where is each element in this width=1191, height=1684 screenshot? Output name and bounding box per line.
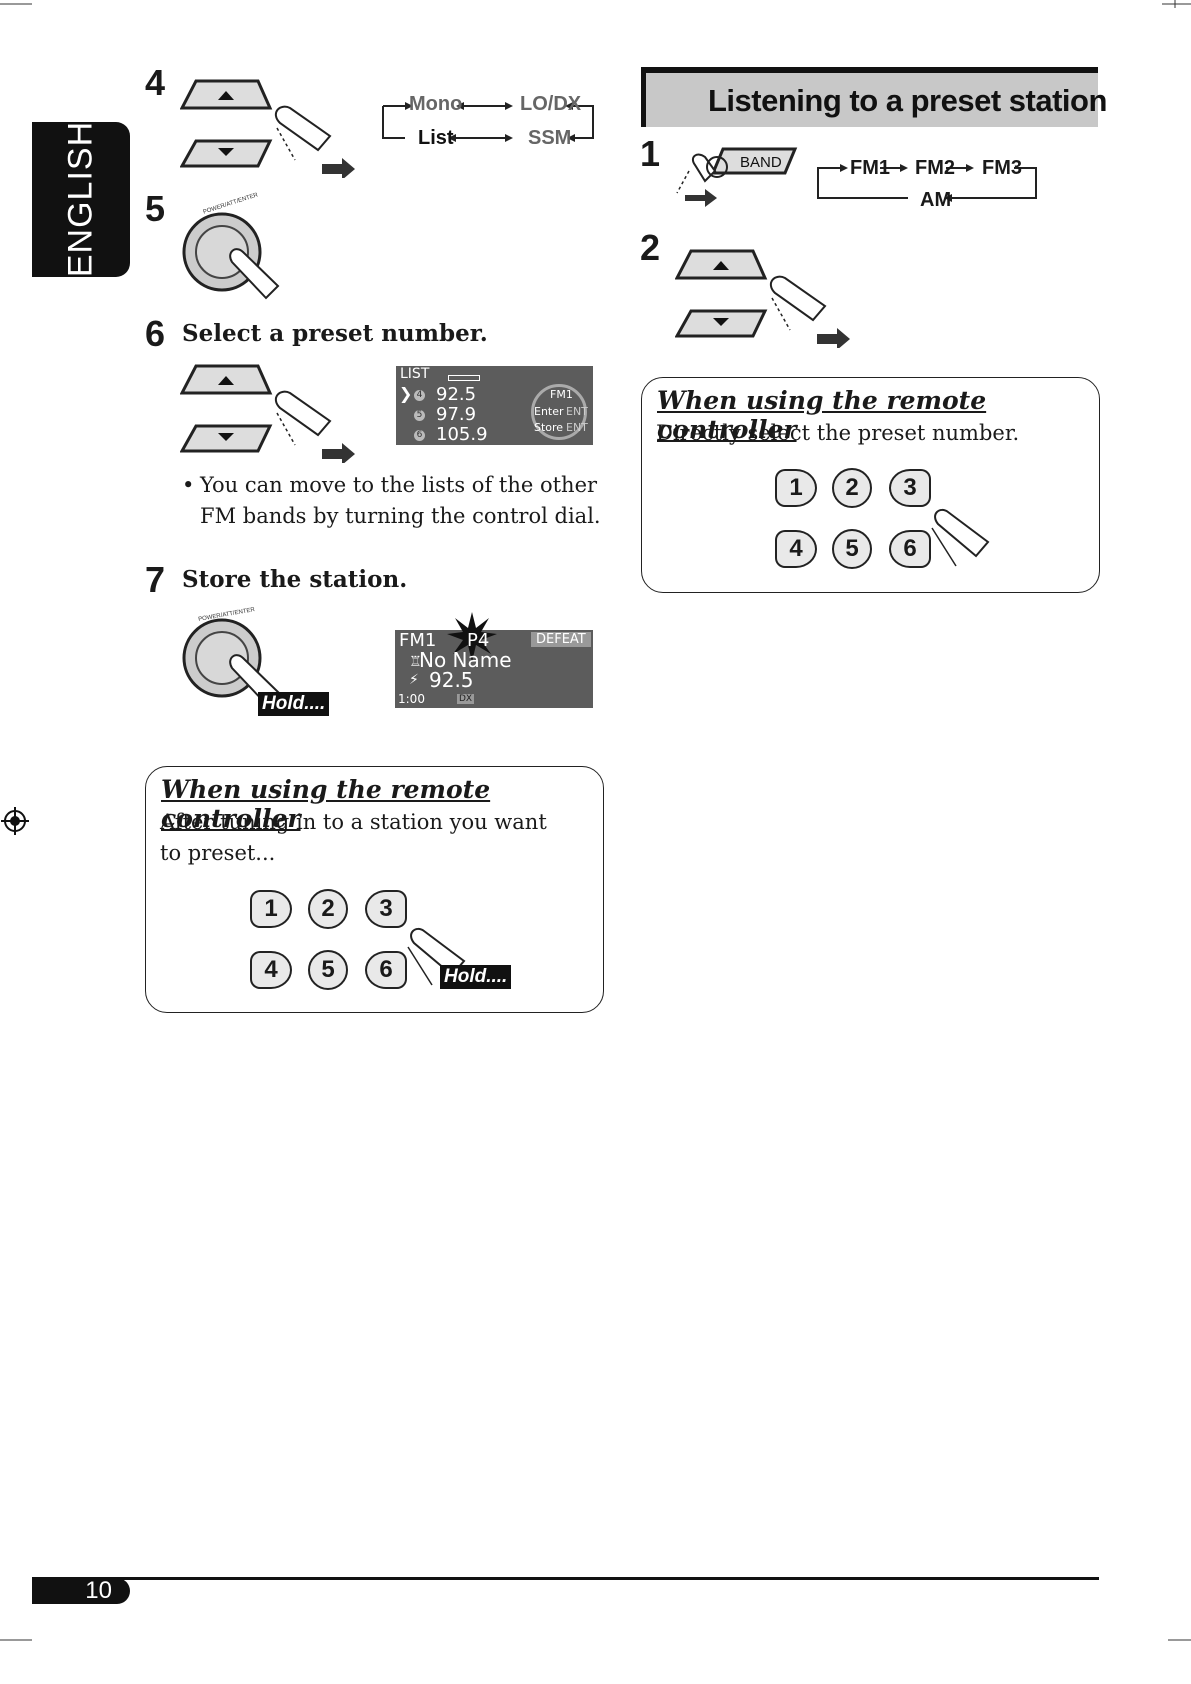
right-step-2-number: 2: [640, 227, 661, 268]
preset-key-3: 3: [365, 890, 407, 928]
preset-num: 5: [414, 410, 425, 421]
remote-controller-box: When using the remote controller Directl…: [641, 377, 1100, 593]
flash-burst-icon: [447, 612, 497, 662]
remote-box-title: When using the remote controller: [161, 775, 491, 833]
section-title: Listening to a preset station: [708, 83, 1107, 118]
preset-key-2: 2: [308, 889, 348, 929]
up-down-buttons-icon: [180, 364, 355, 463]
remote-box-text: After tuning in to a station you want to…: [160, 810, 547, 865]
preset-key-4: 4: [250, 951, 292, 989]
band-cycle-diagram: [817, 164, 1037, 202]
store-display: FM1 P4 DEFEAT ♖ No Name ⚡ 92.5 1:00 DX: [395, 612, 593, 708]
right-step-1-number: 1: [640, 133, 661, 174]
control-dial-icon: [182, 212, 280, 300]
signal-icon: ⚡: [409, 672, 419, 688]
mode-ssm: SSM: [528, 127, 572, 149]
registration-mark-icon: [1, 807, 29, 835]
band-fm2: FM2: [915, 157, 955, 179]
step-7-number: 7: [145, 559, 166, 600]
dial-ring: [531, 384, 587, 440]
list-display-header: LIST: [400, 366, 430, 382]
preset-freq: 92.5: [436, 384, 477, 405]
mode-cycle-diagram: [382, 102, 594, 142]
preset-freq: 97.9: [436, 404, 477, 425]
mode-lo-dx: LO/DX: [520, 93, 582, 115]
language-tab: ENGLISH: [32, 120, 130, 278]
station-freq: 92.5: [429, 668, 474, 692]
remote-box-title: When using the remote controller: [657, 386, 987, 444]
up-down-buttons-icon: [675, 249, 850, 348]
dx-indicator: DX: [457, 694, 475, 704]
lcd-enter: Enter: [534, 405, 564, 418]
preset-key-6: 6: [365, 951, 407, 989]
step-6-bullet: • You can move to the lists of the other…: [182, 470, 602, 532]
remote-controller-box: When using the remote controller After t…: [145, 766, 604, 1013]
band-fm1: FM1: [850, 157, 890, 179]
mode-mono: Mono: [409, 93, 463, 115]
lcd-store: Store: [534, 421, 564, 434]
band-button-icon: [676, 147, 798, 207]
preset-key-1: 1: [775, 469, 817, 507]
step-6-title: Select a preset number.: [182, 320, 488, 347]
band-fm3: FM3: [982, 157, 1022, 179]
control-dial-icon: [182, 618, 280, 706]
list-scrollbar: [448, 375, 480, 381]
remote-box-text: Directly select the preset number.: [656, 421, 1020, 445]
step-5-number: 5: [145, 188, 166, 229]
list-display: LIST ❯ 4 92.5 5 97.9 6 105.9 FM1 Enter E…: [396, 366, 593, 445]
defeat-badge: DEFEAT: [531, 632, 591, 647]
finger-press-icon: [407, 927, 466, 986]
step-7-title: Store the station.: [182, 566, 408, 593]
preset-key-4: 4: [775, 530, 817, 568]
bullet-text: You can move to the lists of the other F…: [200, 473, 601, 528]
preset-key-5: 5: [832, 529, 872, 569]
preset-num: 6: [414, 430, 425, 441]
preset-key-1: 1: [250, 890, 292, 928]
step-4-number: 4: [145, 62, 166, 103]
clock: 1:00: [398, 692, 425, 706]
footer-rule: [32, 1577, 1099, 1580]
preset-freq: 105.9: [436, 424, 488, 445]
finger-press-icon: [931, 508, 990, 567]
preset-key-6: 6: [889, 530, 931, 568]
lcd-band: FM1: [399, 630, 437, 651]
language-tab-label: ENGLISH: [61, 120, 100, 278]
lcd-band: FM1: [550, 388, 573, 401]
lcd-store-ent: ENT: [566, 421, 588, 434]
preset-num: 4: [414, 390, 425, 401]
preset-key-2: 2: [832, 468, 872, 508]
bullet-dot: •: [182, 473, 195, 497]
mode-list: List: [418, 127, 454, 149]
band-button-label[interactable]: BAND: [740, 154, 782, 171]
antenna-icon: ♖: [409, 654, 422, 670]
lcd-enter-ent: ENT: [566, 405, 588, 418]
page-number: 10: [32, 1578, 130, 1604]
preset-key-3: 3: [889, 469, 931, 507]
up-down-buttons-icon: [180, 79, 355, 178]
station-name: No Name: [419, 648, 512, 672]
hold-label: Hold....: [440, 965, 512, 989]
lcd-preset: P4: [467, 630, 490, 651]
band-am: AM: [920, 189, 952, 211]
section-title-bar: Listening to a preset station: [641, 67, 1107, 127]
cursor-icon: ❯: [399, 384, 413, 403]
preset-key-5: 5: [308, 950, 348, 990]
hold-label: Hold....: [258, 692, 330, 716]
step-6-number: 6: [145, 313, 166, 354]
